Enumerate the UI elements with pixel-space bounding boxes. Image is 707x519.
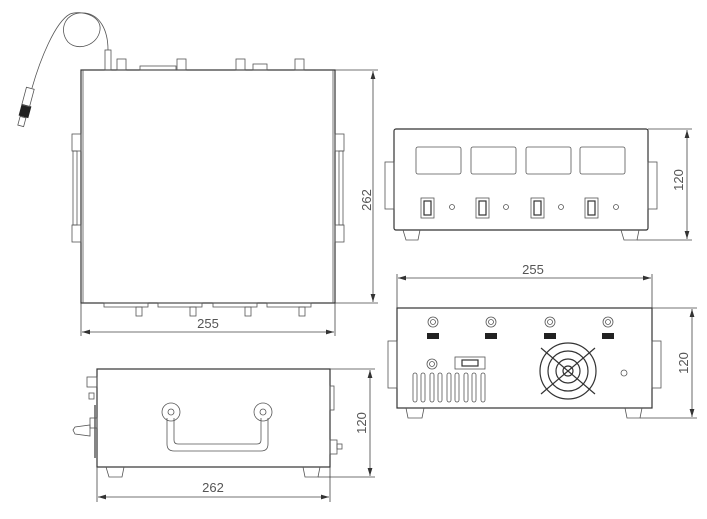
knobs [449, 204, 619, 210]
front-connectors [103, 302, 312, 317]
power-inlet [426, 358, 438, 370]
dimension-120-front: 120 [637, 128, 692, 241]
width-dimension-label: 255 [197, 316, 219, 331]
displays [415, 146, 626, 175]
side-view: 262 120 [72, 368, 375, 502]
rear-width-dimension-label: 255 [522, 262, 544, 277]
side-connectors [72, 376, 343, 458]
dimension-255-rear: 255 [396, 262, 653, 308]
dimension-120-rear: 120 [640, 307, 697, 419]
fiber-cable [17, 12, 109, 128]
side-height-dimension-label: 120 [354, 412, 369, 434]
dimension-262-side: 262 [96, 467, 331, 502]
fan-grille [539, 342, 597, 400]
dimension-255-top: 255 [80, 303, 336, 336]
dimension-262-top: 262 [335, 69, 378, 304]
top-view: 262 255 [17, 12, 378, 336]
selector-switches [427, 333, 614, 339]
rear-connectors [104, 49, 305, 71]
bnc-connectors [427, 316, 614, 328]
carry-handle [161, 402, 273, 452]
db9-port [454, 356, 486, 370]
side-handles [71, 133, 345, 243]
ground-screw [620, 369, 628, 377]
side-body [96, 368, 331, 468]
front-body [393, 128, 649, 231]
depth-dimension-label: 262 [359, 189, 374, 211]
rear-view: 255 120 [387, 262, 697, 419]
power-switches [420, 197, 599, 219]
rear-height-dimension-label: 120 [676, 352, 691, 374]
front-view: 120 [384, 128, 692, 241]
top-body [80, 69, 336, 304]
height-dimension-label: 120 [671, 169, 686, 191]
vents [412, 372, 486, 403]
side-depth-dimension-label: 262 [202, 480, 224, 495]
dimension-120-side: 120 [318, 368, 375, 478]
